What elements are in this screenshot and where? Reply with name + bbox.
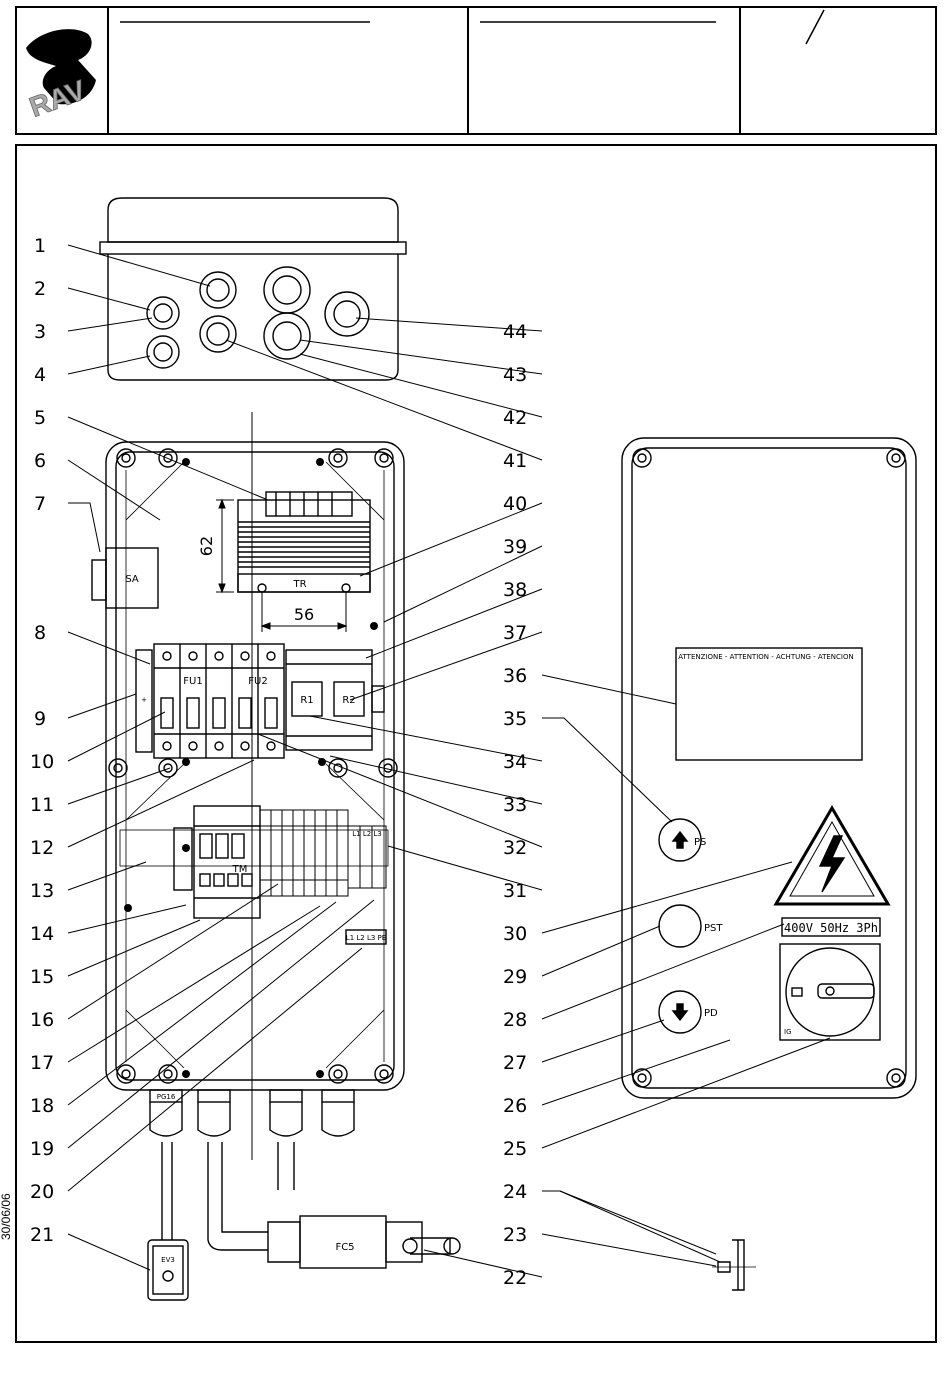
- fu1-label: FU1: [183, 676, 202, 687]
- callout-31: 31: [503, 880, 527, 902]
- callout-5: 5: [34, 407, 46, 429]
- warning-label-plate: [676, 648, 862, 760]
- cable-gland-1: [200, 272, 236, 308]
- callout-22: 22: [503, 1267, 527, 1289]
- tm-label: TM: [232, 864, 248, 875]
- cable-gland-41: [200, 316, 236, 352]
- callout-16: 16: [30, 1009, 54, 1031]
- callout-14: 14: [30, 923, 54, 945]
- pd-label: PD: [704, 1008, 718, 1019]
- fuse-block: +: [136, 644, 284, 758]
- callout-3: 3: [34, 321, 46, 343]
- pst-label: PST: [704, 923, 723, 934]
- callout-32: 32: [503, 837, 527, 859]
- callouts-left: 1 2 3 4 5 6 7 8 9 10 11 12 13 14 15 16 1…: [30, 235, 54, 1246]
- ps-label: PS: [694, 837, 706, 848]
- callout-44: 44: [503, 321, 527, 343]
- callout-37: 37: [503, 622, 527, 644]
- callout-15: 15: [30, 966, 54, 988]
- logo-text: RAV: [25, 74, 90, 123]
- arrowheads: [124, 458, 378, 1078]
- din-clip-detail: [712, 1240, 756, 1290]
- box-top-view: [100, 198, 406, 380]
- voltage-label: 400V 50Hz 3Ph: [784, 921, 878, 935]
- r2-label: R2: [342, 695, 355, 706]
- callout-20: 20: [30, 1181, 54, 1203]
- dimension-62: [216, 500, 234, 592]
- callout-4: 4: [34, 364, 46, 386]
- cell4-slash: [806, 10, 824, 44]
- callout-24: 24: [503, 1181, 527, 1203]
- terminal-l123-label: L1 L2 L3: [352, 830, 382, 838]
- dimension-width: 56: [294, 605, 314, 624]
- cable-gland-big2: [264, 313, 310, 359]
- tr-label: TR: [292, 579, 306, 590]
- cable-gland-big1: [264, 267, 310, 313]
- callout-36: 36: [503, 665, 527, 687]
- callouts-right: 44 43 42 41 40 39 38 37 36 35 34 33 32 3…: [503, 321, 527, 1289]
- fc5-limit-switch: [268, 1216, 460, 1268]
- callout-34: 34: [503, 751, 527, 773]
- callout-10: 10: [30, 751, 54, 773]
- fu2-label: FU2: [248, 676, 267, 687]
- callout-40: 40: [503, 493, 527, 515]
- callout-42: 42: [503, 407, 527, 429]
- callout-33: 33: [503, 794, 527, 816]
- title-block: [16, 7, 936, 134]
- contactor-tm: [194, 806, 260, 918]
- corner-screws: [109, 449, 397, 1083]
- cable-gland-4: [147, 336, 179, 368]
- callout-28: 28: [503, 1009, 527, 1031]
- ig-label: IG: [784, 1028, 792, 1036]
- cable-pg-label: PG16: [157, 1093, 176, 1101]
- callout-19: 19: [30, 1138, 54, 1160]
- open-panel: SA TR 62: [92, 412, 460, 1300]
- callout-29: 29: [503, 966, 527, 988]
- callout-35: 35: [503, 708, 527, 730]
- ev3-label: EV3: [161, 1256, 175, 1264]
- main-switch-ig: [780, 944, 880, 1040]
- callout-17: 17: [30, 1052, 54, 1074]
- fc5-label: FC5: [335, 1242, 354, 1253]
- panel-cover: [622, 438, 916, 1098]
- callout-43: 43: [503, 364, 527, 386]
- svg-text:+: +: [141, 696, 147, 704]
- transformer-tr: TR: [238, 492, 370, 592]
- callout-13: 13: [30, 880, 54, 902]
- dimension-height: 62: [197, 536, 216, 556]
- callout-27: 27: [503, 1052, 527, 1074]
- terminal-l123pe-label: L1 L2 L3 PE: [346, 934, 386, 942]
- sa-label: SA: [125, 574, 139, 585]
- terminal-ground-left: [174, 828, 192, 890]
- callout-21: 21: [30, 1224, 54, 1246]
- callout-7: 7: [34, 493, 46, 515]
- callout-9: 9: [34, 708, 46, 730]
- r1-label: R1: [300, 695, 313, 706]
- terminal-strip: [260, 810, 386, 896]
- callout-23: 23: [503, 1224, 527, 1246]
- callout-12: 12: [30, 837, 54, 859]
- callout-8: 8: [34, 622, 46, 644]
- callout-25: 25: [503, 1138, 527, 1160]
- callout-2: 2: [34, 278, 46, 300]
- ev3-solenoid: [148, 1240, 188, 1300]
- logo: RAV: [25, 29, 96, 123]
- callout-18: 18: [30, 1095, 54, 1117]
- side-date: 30/06/06: [0, 1193, 13, 1240]
- callout-6: 6: [34, 450, 46, 472]
- callout-11: 11: [30, 794, 54, 816]
- callout-1: 1: [34, 235, 46, 257]
- cable-gland-44: [325, 292, 369, 336]
- callout-26: 26: [503, 1095, 527, 1117]
- pst-button: [659, 905, 701, 947]
- cable-gland-2: [147, 297, 179, 329]
- callout-38: 38: [503, 579, 527, 601]
- callout-30: 30: [503, 923, 527, 945]
- callout-39: 39: [503, 536, 527, 558]
- warning-label-text: ATTENZIONE - ATTENTION - ACHTUNG - ATENC…: [678, 653, 853, 661]
- callout-41: 41: [503, 450, 527, 472]
